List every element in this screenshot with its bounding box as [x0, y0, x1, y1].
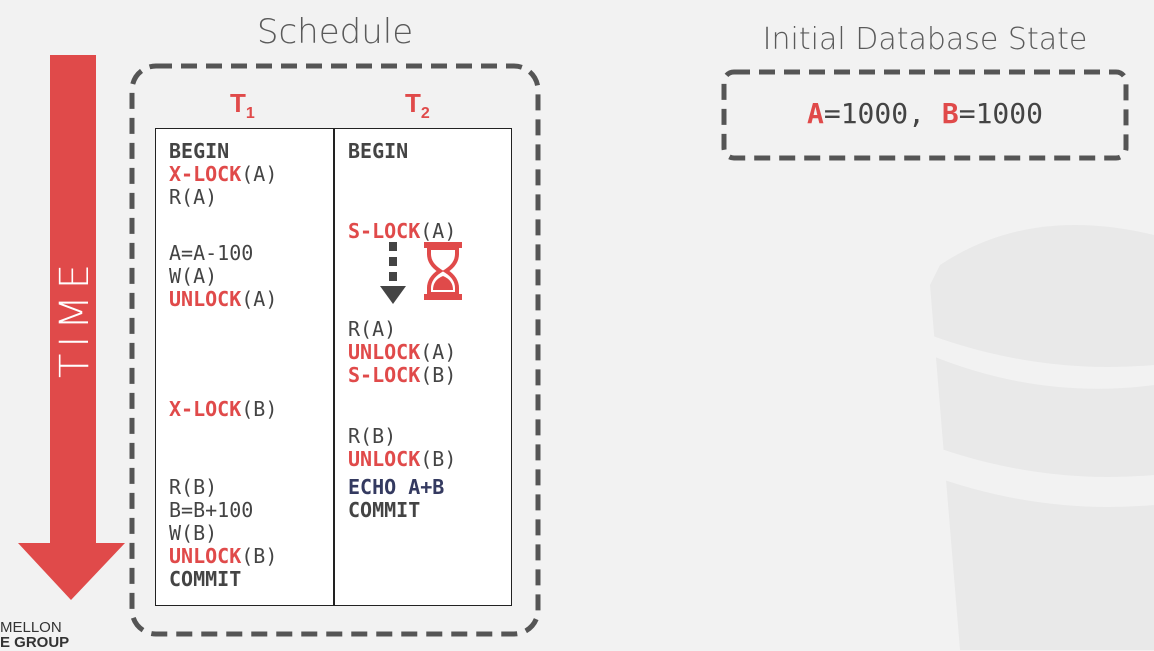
- t2-line: UNLOCK(B): [348, 448, 456, 470]
- t1-line: W(A): [169, 265, 217, 287]
- t1-token: R(A): [169, 185, 218, 209]
- t1-token: UNLOCK: [169, 544, 242, 568]
- t2-line: S-LOCK(B): [348, 364, 456, 386]
- footer-line-1: MELLON: [0, 619, 62, 636]
- time-arrow-icon: [18, 55, 125, 600]
- t2-header: T2: [405, 88, 430, 123]
- t1-token: X-LOCK: [169, 162, 242, 186]
- t1-token: (A): [241, 287, 278, 311]
- t2-token: (A): [420, 340, 457, 364]
- t1-line: X-LOCK(A): [169, 163, 277, 185]
- t1-token: (B): [241, 544, 278, 568]
- t2-token: S-LOCK: [348, 219, 421, 243]
- t2-token: COMMIT: [348, 498, 421, 522]
- t2-line: COMMIT: [348, 499, 420, 521]
- t1-token: W(A): [169, 264, 218, 288]
- t1-token: (B): [241, 397, 278, 421]
- t1-line: B=B+100: [169, 499, 253, 521]
- t1-token: X-LOCK: [169, 397, 242, 421]
- hourglass-icon: [424, 242, 462, 300]
- t2-token: (B): [420, 363, 457, 387]
- t2-token: R(B): [348, 424, 397, 448]
- t2-line: R(A): [348, 318, 396, 340]
- t1-line: W(B): [169, 522, 217, 544]
- database-cylinder-background-icon: [930, 225, 1154, 650]
- t1-line: BEGIN: [169, 140, 229, 162]
- schedule-title: Schedule: [256, 12, 414, 52]
- footer-line-2: E GROUP: [0, 634, 70, 651]
- t2-token: UNLOCK: [348, 340, 421, 364]
- t1-line: R(B): [169, 476, 217, 498]
- t1-token: COMMIT: [169, 567, 242, 591]
- schedule-dashed-border: [129, 63, 541, 637]
- t2-line: BEGIN: [348, 140, 408, 162]
- t1-header: T1: [230, 88, 255, 123]
- t1-line: X-LOCK(B): [169, 398, 277, 420]
- t2-line: ECHO A+B: [348, 476, 444, 498]
- var-b: B: [941, 97, 959, 130]
- t2-token: BEGIN: [348, 139, 409, 163]
- footer-logo-text: MELLON E GROUP: [0, 620, 69, 650]
- t2-token: (A): [420, 219, 457, 243]
- t2-token: R(A): [348, 317, 397, 341]
- initial-state-values: A=1000, B=1000: [720, 97, 1130, 130]
- t1-token: BEGIN: [169, 139, 230, 163]
- column-divider: [333, 128, 335, 606]
- t1-line: COMMIT: [169, 568, 241, 590]
- t2-line: UNLOCK(A): [348, 341, 456, 363]
- time-label: TIME: [52, 257, 98, 379]
- val-a: =1000,: [823, 97, 942, 130]
- t1-token: UNLOCK: [169, 287, 242, 311]
- t1-token: W(B): [169, 521, 218, 545]
- t1-token: A=A-100: [169, 241, 254, 265]
- t1-token: R(B): [169, 475, 218, 499]
- t2-line: R(B): [348, 425, 396, 447]
- initial-state-title: Initial Database State: [762, 22, 1088, 57]
- t2-token: (B): [420, 447, 457, 471]
- t1-line: UNLOCK(B): [169, 545, 277, 567]
- dashed-down-arrow-icon: [380, 242, 406, 304]
- initial-state-dashed-border: [721, 69, 1129, 161]
- var-a: A: [806, 97, 824, 130]
- t2-token: ECHO A+B: [348, 475, 445, 499]
- t1-line: R(A): [169, 186, 217, 208]
- val-b: =1000: [958, 97, 1044, 130]
- t2-token: UNLOCK: [348, 447, 421, 471]
- t1-line: UNLOCK(A): [169, 288, 277, 310]
- t2-token: S-LOCK: [348, 363, 421, 387]
- t2-line: S-LOCK(A): [348, 220, 456, 242]
- t1-token: B=B+100: [169, 498, 254, 522]
- t1-token: (A): [241, 162, 278, 186]
- t1-line: A=A-100: [169, 242, 253, 264]
